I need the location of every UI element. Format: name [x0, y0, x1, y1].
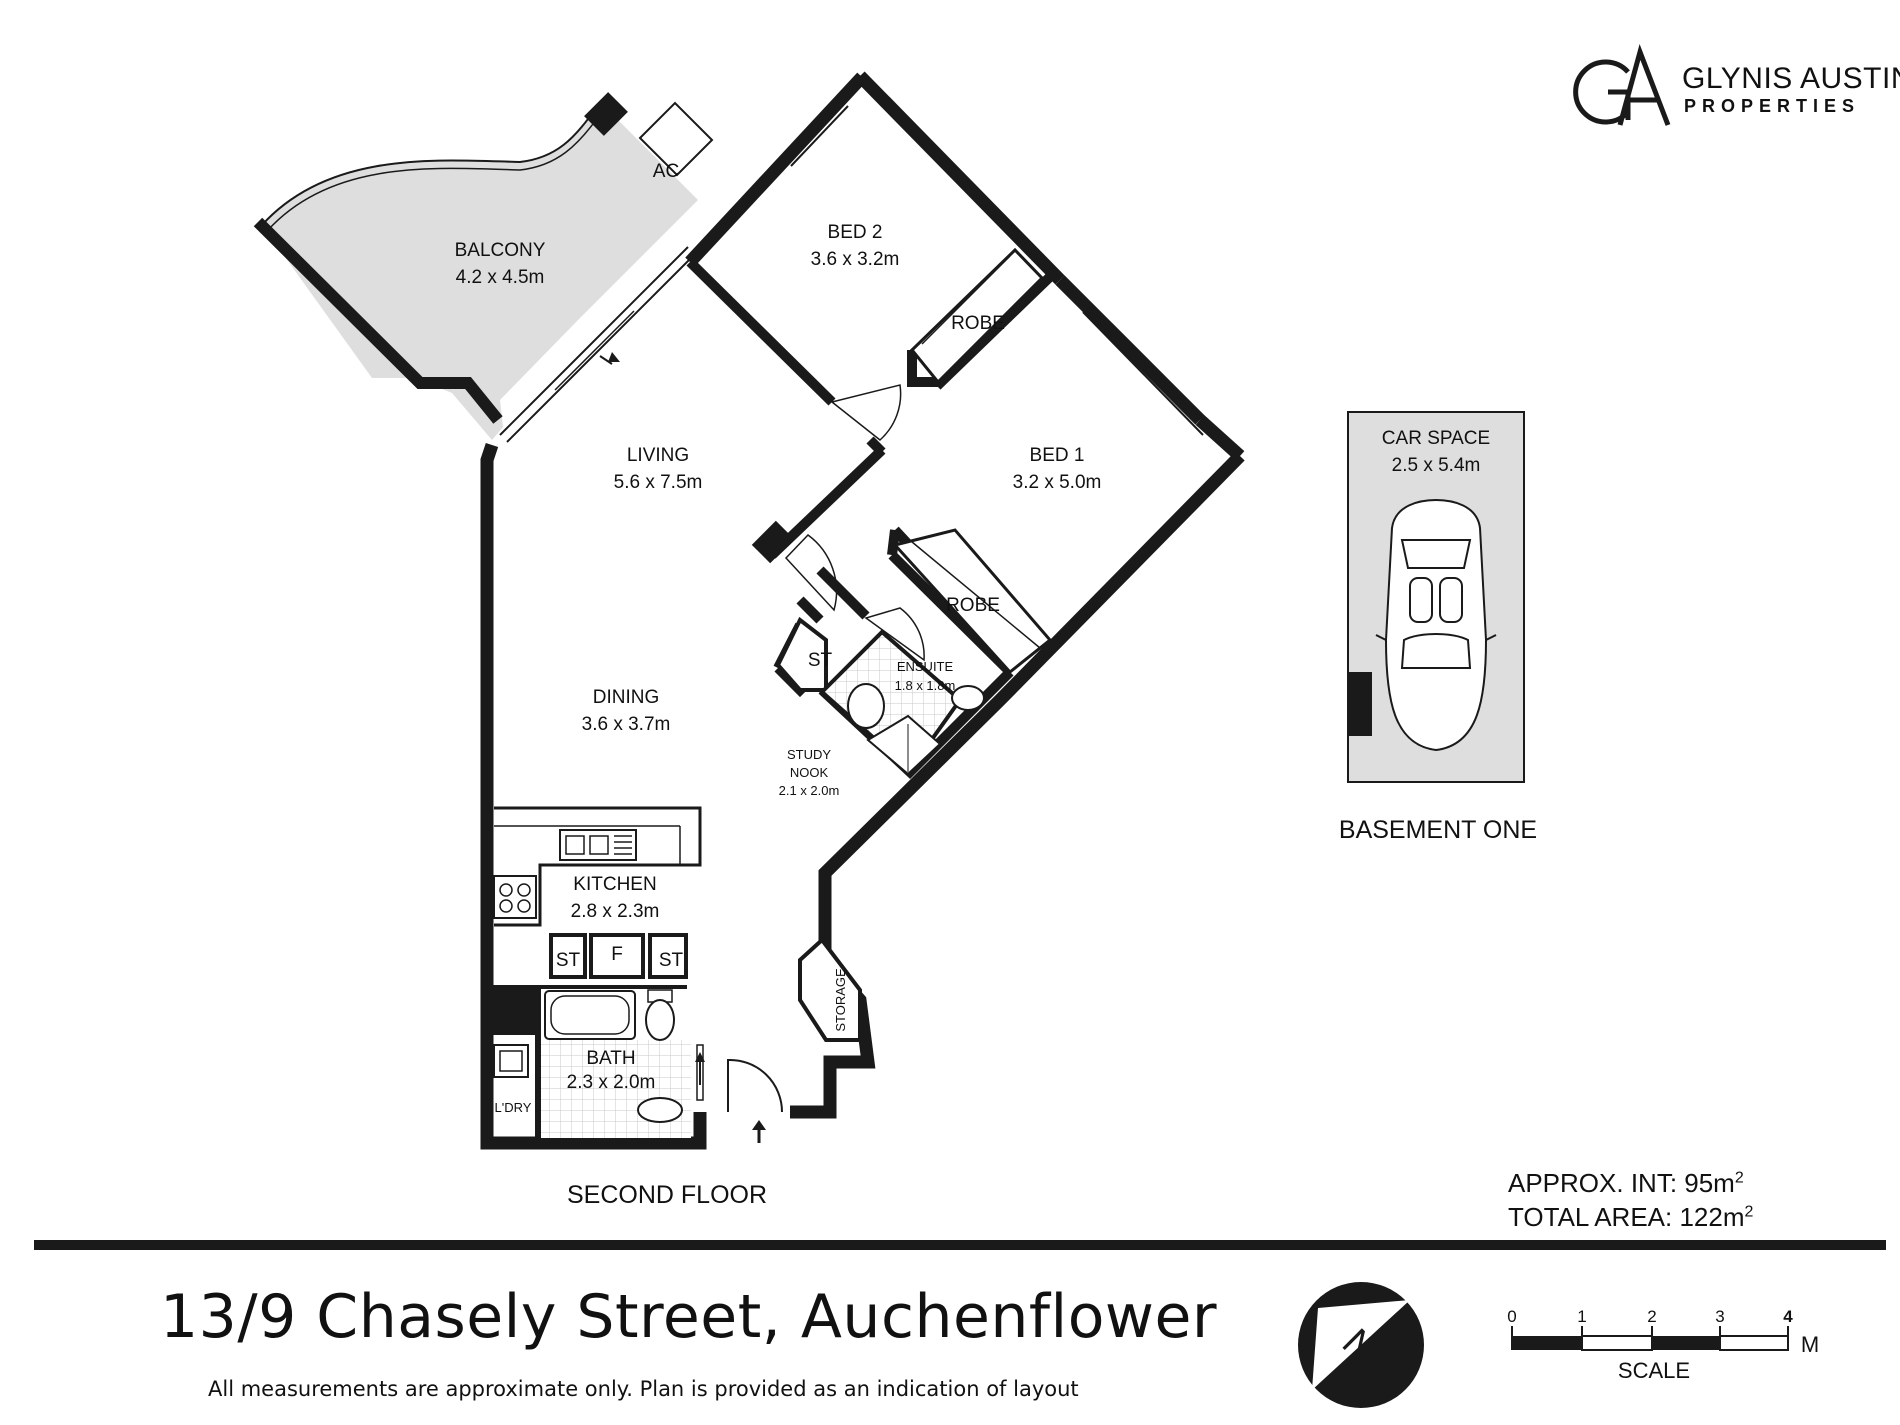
kitchen-st-2-label: ST [659, 950, 684, 971]
living-label: LIVING [627, 445, 689, 466]
basement-label: BASEMENT ONE [1339, 816, 1537, 844]
ensuite-size: 1.8 x 1.8m [895, 678, 956, 693]
storage-label: STORAGE [833, 968, 848, 1032]
second-floor-label: SECOND FLOOR [567, 1181, 767, 1209]
total-area: TOTAL AREA: 122m2 [1508, 1202, 1753, 1233]
wall-column [751, 520, 795, 564]
car-space-column [1348, 672, 1372, 736]
bath-label: BATH [586, 1048, 635, 1069]
scale-tick-2: 2 [1647, 1307, 1656, 1326]
bed2-size: 3.6 x 3.2m [811, 249, 900, 270]
internal-area: APPROX. INT: 95m2 [1508, 1168, 1744, 1199]
kitchen-st-1 [549, 933, 587, 979]
ensuite-shower [866, 714, 942, 776]
robe-bed1-label: ROBE [946, 595, 1000, 616]
bath-column [487, 985, 539, 1035]
study-label-1: STUDY [787, 747, 831, 762]
scale-tick-1: 1 [1577, 1307, 1586, 1326]
dining-label: DINING [593, 687, 660, 708]
balcony-sliding-door [499, 246, 696, 443]
ensuite-label: ENSUITE [897, 659, 954, 674]
windows [784, 99, 1211, 436]
dining-size: 3.6 x 3.7m [582, 714, 671, 735]
robe-bed2-label: ROBE [951, 313, 1005, 334]
internal-area-sup: 2 [1734, 1169, 1744, 1187]
living-size: 5.6 x 7.5m [614, 472, 703, 493]
bed1-size: 3.2 x 5.0m [1013, 472, 1102, 493]
kitchen-st-1-label: ST [556, 950, 581, 971]
ac-label: AC [653, 161, 679, 182]
bed1-label: BED 1 [1030, 445, 1085, 466]
scale-tick-4: 4 [1783, 1307, 1793, 1326]
cooktop [493, 875, 537, 919]
disclaimer-note: All measurements are approximate only. P… [208, 1377, 1079, 1401]
bed2-label: BED 2 [828, 222, 883, 243]
balcony-area [262, 102, 698, 440]
balcony-size: 4.2 x 4.5m [456, 267, 545, 288]
property-address: 13/9 Chasely Street, Auchenflower [160, 1282, 1218, 1352]
robe-bed1: ROBE [892, 528, 1053, 675]
footer-divider [34, 1240, 1886, 1250]
brand-tagline: PROPERTIES [1684, 96, 1861, 116]
fridge [589, 933, 645, 979]
storage-closet: STORAGE [798, 937, 862, 1042]
ensuite-toilet [847, 683, 885, 729]
ensuite: ENSUITE 1.8 x 1.8m [819, 629, 985, 776]
hall-door [784, 534, 838, 612]
hall-st-label: ST [808, 650, 833, 671]
car-icon [1375, 498, 1497, 752]
scale-bar: 0 1 2 3 4 M SCALE [1507, 1307, 1819, 1383]
kitchen-size: 2.8 x 2.3m [571, 901, 660, 922]
bath-size: 2.3 x 2.0m [567, 1072, 656, 1093]
balcony-column [584, 92, 628, 136]
study-label-2: NOOK [790, 765, 829, 780]
scale-tick-3: 3 [1715, 1307, 1724, 1326]
robe-bed2: ROBE [909, 247, 1045, 385]
ensuite-basin [951, 685, 985, 711]
scale-label: SCALE [1618, 1358, 1690, 1383]
brand-logo [1573, 43, 1671, 126]
bath-toilet [645, 999, 675, 1041]
laundry-label: L'DRY [495, 1100, 532, 1115]
kitchen-st-2 [648, 933, 688, 979]
kitchen-cupboards [549, 933, 688, 979]
room-labels: BALCONY 4.2 x 4.5m BED 2 3.6 x 3.2m LIVI… [455, 222, 1102, 1209]
bathroom: BATH 2.3 x 2.0m L'DRY [487, 985, 705, 1143]
bed2-door [830, 384, 902, 441]
entry-door [727, 1058, 783, 1143]
kitchen-bench [493, 806, 702, 927]
ensuite-door [864, 607, 925, 662]
total-area-sup: 2 [1744, 1203, 1754, 1221]
car-space: CAR SPACE 2.5 x 5.4m BASEMENT ONE [1339, 411, 1537, 844]
internal-area-text: APPROX. INT: 95m [1508, 1168, 1735, 1198]
total-area-text: TOTAL AREA: 122m [1508, 1202, 1745, 1232]
balcony-label: BALCONY [455, 240, 546, 261]
brand-name: GLYNIS AUSTIN [1682, 62, 1900, 95]
bath-basin [637, 1097, 683, 1123]
scale-unit: M [1801, 1332, 1819, 1357]
car-space-size: 2.5 x 5.4m [1392, 455, 1481, 476]
compass-icon: N [1298, 1282, 1424, 1408]
fridge-label: F [611, 944, 623, 965]
study-size: 2.1 x 2.0m [779, 783, 840, 798]
scale-tick-0: 0 [1507, 1307, 1516, 1326]
hall-storage: ST [775, 616, 833, 692]
kitchen-label: KITCHEN [573, 874, 656, 895]
car-space-label: CAR SPACE [1382, 428, 1490, 449]
balcony-curved-edge [261, 101, 601, 226]
balcony-wall-left [253, 217, 503, 424]
ac-unit: AC [638, 101, 714, 182]
